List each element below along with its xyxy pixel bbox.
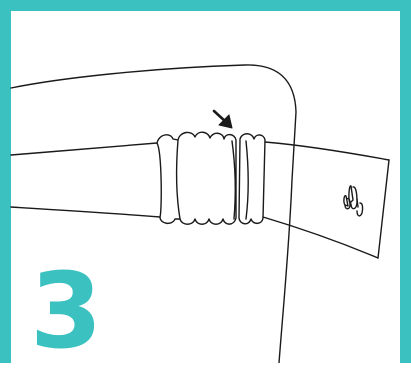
strap-buckle-illustration <box>10 64 390 363</box>
grip-line-outline-3 <box>356 202 364 217</box>
strap-right-bottom-edge <box>262 216 379 259</box>
arrow-down-right-icon <box>212 109 233 129</box>
step-number: 3 <box>30 250 102 372</box>
grip-line-outline-1 <box>344 197 351 210</box>
buckle-back-left <box>175 139 181 220</box>
buckle-front-plate <box>238 133 266 225</box>
strap-left-bottom-edge <box>10 206 161 218</box>
device-body-outline <box>10 64 297 363</box>
strap-right-end <box>377 159 390 259</box>
strap-right-top-edge <box>264 141 390 161</box>
step-frame <box>0 0 411 363</box>
strap-left-top-edge <box>10 142 158 156</box>
buckle-front-edge <box>245 140 249 220</box>
buckle-back-right <box>231 140 237 220</box>
buckle-left-loops <box>156 131 237 225</box>
grip-line-outline-2 <box>350 186 358 210</box>
